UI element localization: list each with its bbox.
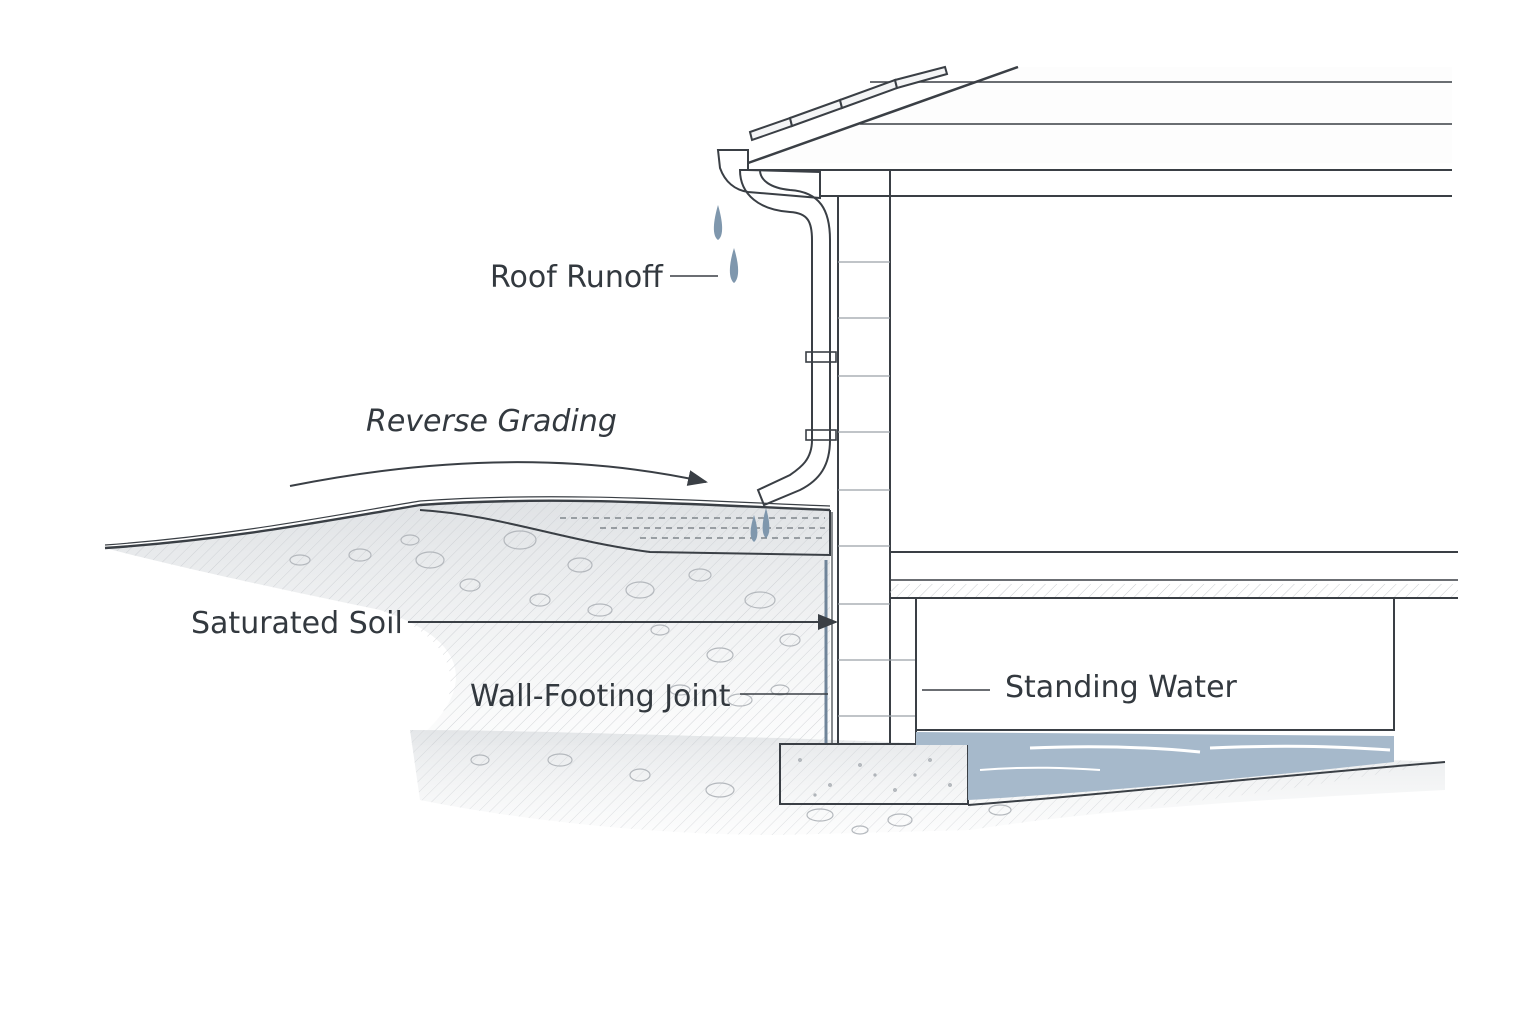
downspout xyxy=(738,169,837,507)
ground-surface xyxy=(104,496,831,557)
label-standing-water: Standing Water xyxy=(1005,670,1238,705)
soil-mass xyxy=(105,500,1445,835)
label-roof-runoff: Roof Runoff xyxy=(490,260,664,295)
label-saturated-soil: Saturated Soil xyxy=(191,606,403,641)
label-reverse-grading: Reverse Grading xyxy=(366,404,617,439)
roof-shingles xyxy=(748,65,949,142)
water-drop-1 xyxy=(713,205,723,240)
interior-floor xyxy=(890,551,1458,731)
roof-gutter xyxy=(716,149,821,200)
roof xyxy=(716,65,1452,200)
standing-water xyxy=(916,732,1446,806)
soil-pebbles xyxy=(289,530,1012,835)
label-wall-footing-joint: Wall-Footing Joint xyxy=(470,679,731,714)
foundation-wall xyxy=(824,195,917,745)
wall-mortar-lines xyxy=(838,261,916,717)
ground-puddle-lines xyxy=(560,517,825,539)
reverse-grading-arrow xyxy=(289,461,708,487)
water-drop-4 xyxy=(762,508,770,538)
water-drop-3 xyxy=(750,515,758,542)
water-drop-2 xyxy=(729,248,739,283)
water-drops xyxy=(713,205,770,542)
